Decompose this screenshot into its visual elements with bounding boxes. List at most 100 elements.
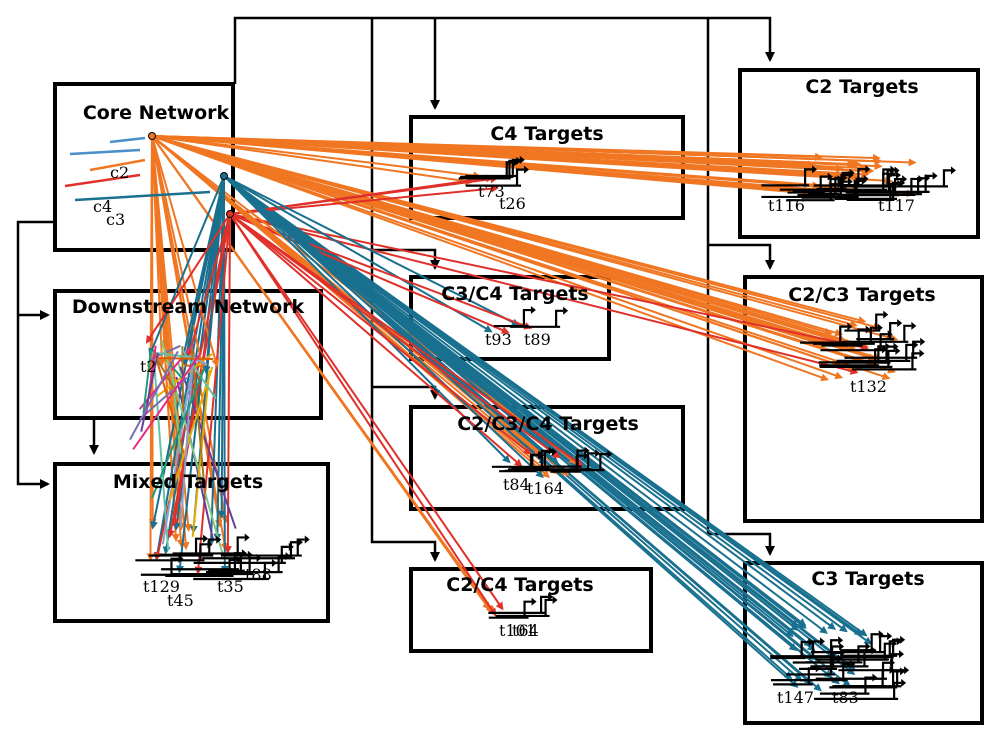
gene-glyph-c2c3-head <box>895 346 901 355</box>
gene-glyph-c3-head <box>838 636 844 645</box>
edge-red-to-c2c3c4 <box>229 213 584 467</box>
gene-glyph-c3 <box>770 639 839 658</box>
gene-glyph-c2c3c4-head <box>551 447 557 456</box>
gene-glyph-c2c3c4 <box>550 454 584 473</box>
edge-red-to-downstream <box>145 213 231 344</box>
c4-node <box>226 210 234 218</box>
edge-teal-to-downstream <box>148 175 225 357</box>
gene-glyph-c2 <box>787 175 828 194</box>
gene-glyph-c4 <box>458 161 514 180</box>
downstream-edge <box>140 352 159 432</box>
downstream-edge <box>168 366 214 501</box>
gene-glyph-c4 <box>460 159 517 179</box>
core-internal-edge <box>74 190 211 202</box>
edge-red-to-c2c3c4 <box>229 213 532 455</box>
mixed-label-t88: t88 <box>245 565 272 584</box>
c3c4-label-t93: t93 <box>485 330 512 349</box>
edge-red-to-mixed <box>194 213 231 575</box>
gene-glyph-c3 <box>814 681 902 700</box>
c2c3c4-label-t164: t164 <box>527 479 564 498</box>
edge-orange-to-downstream <box>146 135 155 373</box>
edge-teal-to-c2c3c4 <box>223 175 585 468</box>
gene-glyph-c2c3c4-head <box>537 450 543 459</box>
gene-glyph-c2c3-head <box>911 321 917 330</box>
gene-glyph-c3 <box>832 669 905 688</box>
gene-glyph-c2c3 <box>820 333 888 352</box>
c2-label-t117: t117 <box>878 196 915 215</box>
gene-glyph-c2-head <box>932 171 938 180</box>
gene-glyph-c2 <box>821 177 864 196</box>
edge-orange-to-c2c3 <box>151 135 869 349</box>
mixed-targets-box <box>53 462 330 623</box>
gene-glyph-c3-head <box>904 666 910 675</box>
core-internal-edge <box>109 136 146 144</box>
gene-glyph-c3-head <box>808 638 814 647</box>
gene-glyph-c3-head <box>839 642 845 651</box>
gene-glyph-c2c4 <box>488 595 549 614</box>
gene-glyph-c2c3c4 <box>491 449 549 468</box>
edge-teal-to-c2c3c4 <box>223 175 547 465</box>
gene-glyph-c3-head <box>896 637 902 646</box>
core-label-c4: c4 <box>93 197 112 216</box>
gene-glyph-c3-head <box>891 639 897 648</box>
gene-glyph-c3c4-head <box>563 306 569 315</box>
edge-teal-to-c2c3c4 <box>223 175 567 474</box>
gene-glyph-mixed <box>161 552 242 571</box>
gene-glyph-mixed-head <box>244 533 250 542</box>
gene-glyph-c3-head <box>878 630 884 639</box>
gene-glyph-c2c3 <box>856 322 898 341</box>
gene-glyph-c3 <box>805 645 866 664</box>
mixed-label-t35: t35 <box>217 577 244 596</box>
gene-glyph-mixed-head <box>207 540 213 549</box>
downstream-edge <box>161 354 196 545</box>
edge-red-to-c2c3c4 <box>229 213 561 459</box>
edge-orange-to-c2c3 <box>151 135 867 324</box>
gene-glyph-c2c3c4-head <box>607 450 613 459</box>
c3c4-label-t89: t89 <box>524 330 551 349</box>
gene-glyph-c3 <box>815 642 892 661</box>
core-internal-edge <box>64 173 141 188</box>
c3-targets-title: C3 Targets <box>811 568 924 590</box>
gene-glyph-c2-head <box>863 174 869 183</box>
gene-glyph-c2-head <box>900 178 906 187</box>
edge-teal-to-c3 <box>223 175 828 634</box>
gene-glyph-c3-head <box>889 666 895 675</box>
gene-glyph-c3-head <box>901 678 907 687</box>
gene-glyph-c3c4-head <box>530 306 536 315</box>
edge-orange-to-c2 <box>151 135 875 175</box>
gene-glyph-c2 <box>761 168 813 187</box>
gene-glyph-c3 <box>840 633 879 652</box>
gene-glyph-mixed-head <box>304 535 310 544</box>
gene-glyph-c3 <box>770 640 809 660</box>
downstream-edge <box>151 351 198 360</box>
gene-glyph-mixed-head <box>285 552 291 561</box>
downstream-edge <box>157 357 214 361</box>
gene-glyph-c3-head <box>865 642 871 651</box>
gene-glyph-mixed <box>205 554 286 574</box>
c2c3c4-targets-title: C2/C3/C4 Targets <box>457 413 639 435</box>
gene-glyph-mixed <box>172 536 245 555</box>
downstream-edge <box>179 357 195 527</box>
gene-glyph-c2c3-head <box>913 340 919 349</box>
gene-glyph-c2c3-head <box>877 323 883 332</box>
edge-red-to-c4 <box>229 184 499 215</box>
gene-glyph-c3-head <box>887 632 893 641</box>
gene-glyph-mixed-head <box>216 535 222 544</box>
gene-glyph-c3-head <box>820 637 826 646</box>
gene-glyph-mixed <box>193 561 272 581</box>
c2-label-t116: t116 <box>768 196 805 215</box>
gene-glyph-c2c3c4 <box>528 453 608 472</box>
core-label-c3: c3 <box>106 210 125 229</box>
downstream-edge <box>151 367 206 499</box>
gene-glyph-c2c3 <box>842 324 912 343</box>
c3c4-targets-title: C3/C4 Targets <box>441 283 588 305</box>
gene-glyph-c2c3 <box>852 352 920 371</box>
edge-red-to-c4 <box>229 175 499 215</box>
gene-glyph-mixed-head <box>241 549 247 558</box>
gene-glyph-c2c3c4-head <box>595 449 601 458</box>
gene-glyph-c2-head <box>812 165 818 174</box>
gene-glyph-mixed <box>160 537 204 556</box>
edge-red-to-c2c4 <box>229 213 497 617</box>
downstream-edge <box>183 363 192 368</box>
